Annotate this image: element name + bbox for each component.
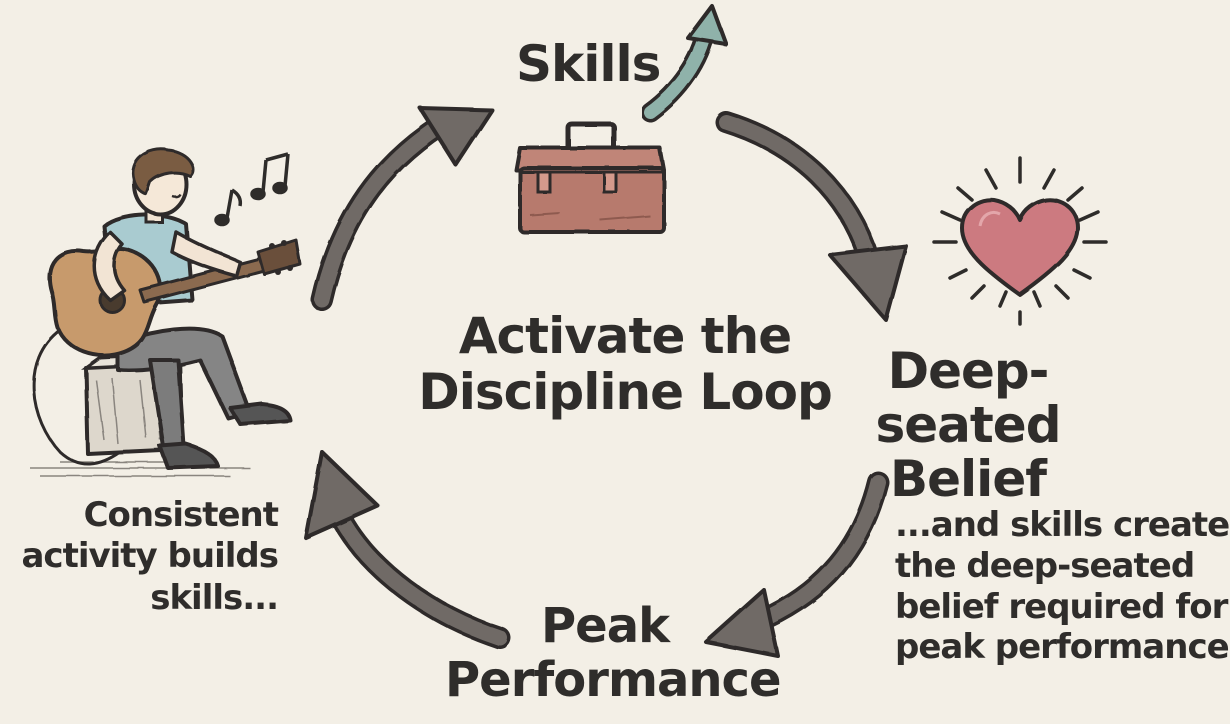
caption-right: ...and skills create the deep-seated bel…	[895, 505, 1229, 668]
node-belief-label: Deep-seated Belief	[818, 344, 1118, 506]
caption-right-line-3: belief required for	[895, 586, 1228, 627]
node-skills-label: Skills	[516, 35, 661, 93]
node-belief-line-1: Deep-seated	[875, 342, 1061, 454]
center-title-line-1: Activate the	[458, 307, 792, 365]
music-notes-icon	[214, 152, 290, 227]
cycle-arrow-to-activity	[304, 450, 511, 649]
node-peak-label: Peak Performance	[445, 598, 782, 708]
cycle-arrow-to-skills	[311, 106, 494, 311]
caption-right-line-2: the deep-seated	[895, 545, 1195, 586]
guitarist-illustration	[30, 147, 302, 477]
caption-right-line-4: peak performance.	[895, 627, 1229, 668]
cycle-arrow-to-belief	[715, 111, 908, 322]
center-title-line-2: Discipline Loop	[418, 363, 833, 421]
caption-left-line-3: skills...	[150, 577, 279, 618]
caption-left: Consistent activity builds skills...	[8, 495, 279, 619]
cycle-arrow-to-peak	[704, 471, 889, 658]
center-title: Activate the Discipline Loop	[415, 308, 835, 420]
caption-right-line-1: ...and skills create	[895, 505, 1229, 545]
caption-left-line-1: Consistent	[83, 495, 279, 535]
heart-icon	[932, 156, 1108, 326]
up-arrow-icon	[640, 4, 728, 122]
caption-left-line-2: activity builds	[21, 536, 279, 577]
node-peak-line-2: Performance	[445, 651, 782, 708]
node-peak-line-1: Peak	[540, 598, 670, 654]
node-belief-line-2: Belief	[890, 450, 1047, 508]
toolbox-icon	[514, 121, 666, 234]
